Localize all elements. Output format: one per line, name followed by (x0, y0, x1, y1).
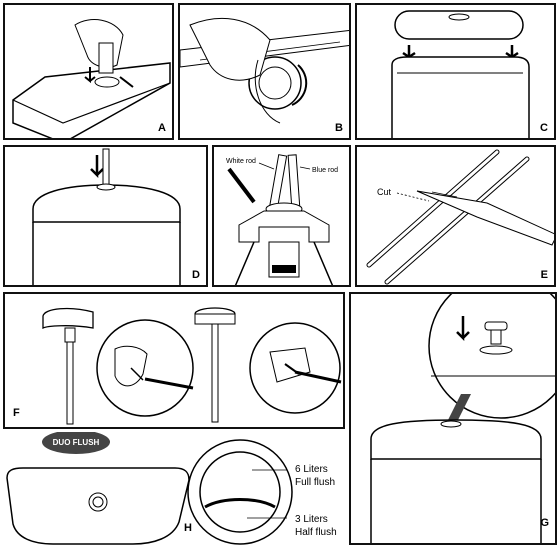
panel-b-label: B (335, 122, 343, 134)
illustration-insert-rods (32, 148, 181, 285)
panel-g-label: G (540, 517, 549, 529)
panel-e-label: E (540, 269, 548, 281)
panel-a: A (3, 3, 174, 140)
white-rod-label: White rod (226, 158, 256, 165)
panel-d: D (3, 145, 208, 287)
duo-flush-logo: DUO FLUSH (53, 438, 100, 447)
illustration-flush-buttons: DUO FLUSH 6 Liters Full flush 3 Liters H… (6, 432, 337, 545)
panel-e: Cut E (355, 145, 556, 287)
panel-h: DUO FLUSH 6 Liters Full flush 3 Liters H… (3, 432, 345, 545)
panel-c-label: C (540, 122, 548, 134)
full-flush-volume: 6 Liters (295, 464, 328, 475)
panel-c: C (355, 3, 556, 140)
panel-h-label: H (184, 522, 192, 534)
illustration-tank-lid-remove-button (12, 19, 171, 138)
half-flush-volume: 3 Liters (295, 514, 328, 525)
panel-f: F (3, 292, 345, 429)
illustration-valve-rods: White rod Blue rod (226, 154, 338, 285)
cut-label: Cut (377, 187, 392, 197)
illustration-assemble-buttons (42, 307, 342, 425)
full-flush-label: Full flush (295, 477, 335, 488)
illustration-lid-lift (391, 10, 530, 138)
illustration-install-buttons (370, 294, 555, 543)
panel-b: B (178, 3, 351, 140)
illustration-unscrew-valve (180, 17, 349, 124)
panel-f-label: F (13, 407, 20, 419)
blue-rod-label: Blue rod (312, 167, 338, 174)
panel-rods: White rod Blue rod (212, 145, 351, 287)
illustration-cut-rods: Cut (366, 149, 554, 285)
panel-g: G (349, 292, 557, 545)
half-flush-label: Half flush (295, 527, 337, 538)
panel-d-label: D (192, 269, 200, 281)
panel-a-label: A (158, 122, 166, 134)
